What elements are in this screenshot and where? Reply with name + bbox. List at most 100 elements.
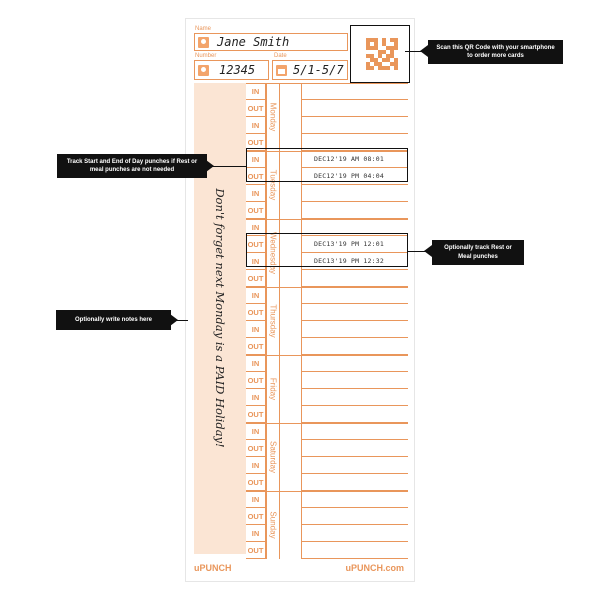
punch-row[interactable]: OUT (246, 338, 408, 355)
qr-module (394, 58, 398, 62)
day-label: Sunday (268, 511, 278, 539)
day-column (266, 287, 280, 355)
qr-module (374, 66, 378, 70)
row-rule (246, 422, 266, 423)
punch-row[interactable]: OUT (246, 508, 408, 525)
row-rule (246, 541, 266, 542)
qr-module (382, 58, 386, 62)
punch-row[interactable]: IN (246, 491, 408, 508)
name-label: Name (195, 26, 212, 32)
website-link[interactable]: uPUNCH.com (345, 563, 404, 573)
punch-type-label: IN (246, 117, 266, 134)
qr-module (382, 46, 386, 50)
row-rule (246, 354, 266, 355)
punch-type-label: OUT (246, 270, 266, 287)
number-label: Number (195, 53, 217, 59)
punch-row[interactable]: OUT (246, 270, 408, 287)
qr-module (382, 38, 386, 42)
punch-row[interactable]: OUT (246, 542, 408, 559)
day-column (266, 219, 280, 287)
qr-module (378, 66, 382, 70)
qr-module (390, 62, 394, 66)
qr-module (394, 46, 398, 50)
qr-module (370, 38, 374, 42)
punch-row[interactable]: IN (246, 389, 408, 406)
row-rule (302, 439, 408, 440)
day-column (266, 355, 280, 423)
row-rule (302, 150, 408, 151)
row-rule (246, 524, 266, 525)
row-rule (302, 201, 408, 202)
punch-type-label: IN (246, 355, 266, 372)
date-field[interactable]: 5/1-5/7 (272, 60, 348, 80)
punch-row[interactable]: OUT (246, 440, 408, 457)
punch-row[interactable]: OUT (246, 134, 408, 151)
row-rule (246, 490, 266, 491)
punch-type-label: OUT (246, 202, 266, 219)
punch-type-label: OUT (246, 304, 266, 321)
punch-row[interactable]: IN (246, 287, 408, 304)
punch-stamp: DEC12'19 PM 04:04 (314, 172, 384, 180)
qr-module (394, 50, 398, 54)
punch-type-label: OUT (246, 372, 266, 389)
punch-row[interactable]: IN (246, 185, 408, 202)
punch-row[interactable]: OUT (246, 406, 408, 423)
rest-callout-line (408, 251, 428, 252)
day-separator (246, 219, 408, 220)
qr-module (394, 42, 398, 46)
qr-module (386, 50, 390, 54)
punch-type-label: OUT (246, 440, 266, 457)
qr-module (366, 46, 370, 50)
day-column (280, 219, 302, 287)
punch-type-label: OUT (246, 236, 266, 253)
day-column (280, 83, 302, 151)
qr-module (386, 58, 390, 62)
punch-row[interactable]: IN (246, 457, 408, 474)
row-rule (302, 252, 408, 253)
punch-row[interactable]: OUT (246, 202, 408, 219)
qr-module (370, 62, 374, 66)
day-column (266, 83, 280, 151)
punch-row[interactable]: IN (246, 117, 408, 134)
qr-module (394, 66, 398, 70)
day-label: Friday (268, 377, 278, 401)
day-column (266, 423, 280, 491)
name-field[interactable]: Jane Smith (194, 33, 348, 51)
punch-row[interactable]: OUT (246, 304, 408, 321)
qr-module (390, 54, 394, 58)
notes-callout: Optionally write notes here (56, 310, 171, 330)
punch-row[interactable]: IN (246, 83, 408, 100)
qr-module (378, 54, 382, 58)
row-rule (302, 507, 408, 508)
row-rule (302, 320, 408, 321)
number-field[interactable]: 12345 (194, 60, 269, 80)
qr-module (370, 54, 374, 58)
track-highlight-box (246, 148, 408, 182)
qr-module (390, 66, 394, 70)
punch-type-label: IN (246, 423, 266, 440)
punch-row[interactable]: IN (246, 525, 408, 542)
qr-module (366, 38, 370, 42)
qr-module (374, 54, 378, 58)
row-rule (302, 337, 408, 338)
qr-module (394, 54, 398, 58)
punch-row[interactable]: IN (246, 355, 408, 372)
row-rule (246, 167, 266, 168)
punch-row[interactable]: OUT (246, 474, 408, 491)
row-rule (246, 456, 266, 457)
row-rule (302, 456, 408, 457)
punch-row[interactable]: IN (246, 321, 408, 338)
punch-type-label: IN (246, 185, 266, 202)
punch-type-label: IN (246, 457, 266, 474)
punch-row[interactable]: IN (246, 423, 408, 440)
punch-row[interactable]: IN (246, 219, 408, 236)
punch-type-label: OUT (246, 134, 266, 151)
punch-row[interactable]: OUT (246, 100, 408, 117)
punch-row[interactable]: OUT (246, 372, 408, 389)
qr-code-icon (366, 38, 398, 70)
qr-code-box[interactable] (350, 25, 410, 83)
